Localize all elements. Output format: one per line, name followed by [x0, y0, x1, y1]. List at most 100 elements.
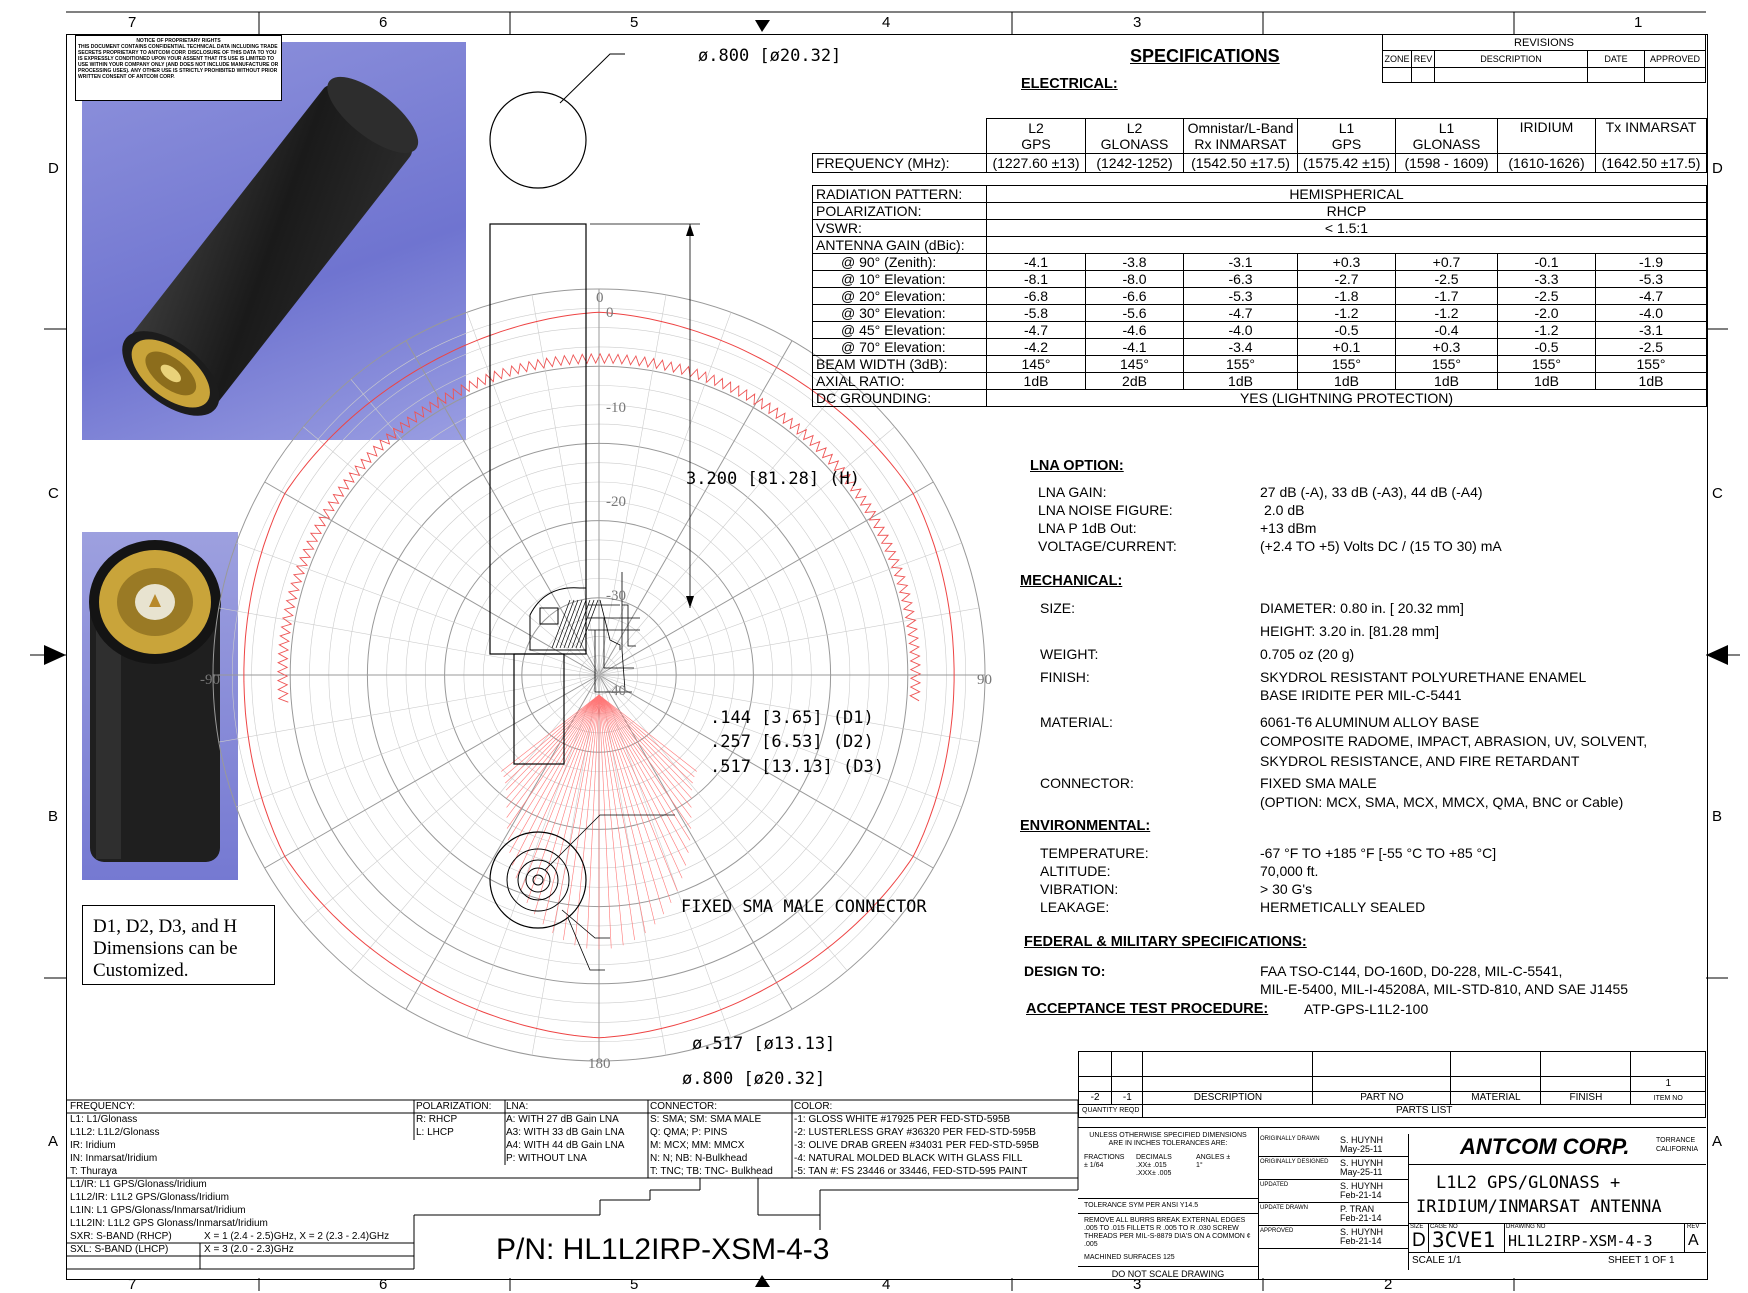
polar-pattern-ray — [511, 694, 600, 866]
lna-list: LNA GAIN:27 dB (-A), 33 dB (-A3), 44 dB … — [1038, 484, 1678, 556]
polar-pattern-ray — [506, 694, 600, 808]
federal-heading: FEDERAL & MILITARY SPECIFICATIONS: — [1024, 934, 1307, 950]
size-height: HEIGHT: 3.20 in. [81.28 mm] — [1260, 623, 1439, 639]
polar-pattern-ray — [503, 694, 600, 778]
zone-number: 5 — [630, 14, 639, 31]
option-item: T: Thuraya — [70, 1166, 118, 1177]
environmental-list: TEMPERATURE:-67 °F TO +185 °F [-55 °C TO… — [1040, 845, 1700, 917]
gain-cell: -2.7 — [1297, 270, 1396, 288]
polarization-value: RHCP — [986, 202, 1707, 220]
option-item: A3: WITH 33 dB Gain LNA — [506, 1127, 625, 1138]
polar-spoke — [598, 481, 934, 676]
env-value: HERMETICALLY SEALED — [1260, 899, 1426, 915]
tolerance-standard: TOLERANCE SYM PER ANSI Y14.5 — [1084, 1202, 1199, 1209]
connector-value-2: (OPTION: MCX, SMA, MCX, MMCX, QMA, BNC o… — [1260, 794, 1624, 810]
drawing-title-2: IRIDIUM/INMARSAT ANTENNA — [1416, 1197, 1662, 1217]
arrow — [686, 224, 694, 236]
do-not-scale: DO NOT SCALE DRAWING — [1111, 1269, 1225, 1279]
design-value-1: FAA TSO-C144, DO-160D, D0-228, MIL-C-554… — [1260, 963, 1563, 979]
option-item: L1/IR: L1 GPS/Glonass/Iridium — [70, 1179, 207, 1190]
zone-number: 7 — [128, 1276, 137, 1293]
freq-cell: (1242-1252) — [1085, 153, 1184, 173]
finish-value-2: BASE IRIDITE PER MIL-C-5441 — [1260, 687, 1462, 703]
gain-row-label: @ 30° Elevation: — [812, 304, 987, 322]
beam-cell: 155° — [1183, 355, 1298, 373]
sheet-value: SHEET 1 OF 1 — [1608, 1255, 1675, 1266]
option-item: L: LHCP — [416, 1127, 454, 1138]
environmental-heading: ENVIRONMENTAL: — [1020, 818, 1151, 834]
bottom-view-flange — [517, 859, 559, 901]
zone-letter: D — [48, 160, 59, 177]
sign-name: S. HUYNH — [1340, 1227, 1384, 1237]
beam-label: BEAM WIDTH (3dB): — [812, 355, 987, 373]
beam-cell: 155° — [1297, 355, 1396, 373]
polar-spoke — [466, 674, 600, 1038]
gain-row: @ 10° Elevation:-8.1-8.0-6.3-2.7-2.5-3.3… — [812, 270, 1707, 288]
option-item: SXR: S-BAND (RHCP) — [70, 1231, 172, 1242]
size-value: D — [1412, 1230, 1426, 1251]
option-item: N: N; NB: N-Bulkhead — [650, 1153, 748, 1164]
polar-spoke — [218, 607, 600, 676]
env-key: ALTITUDE: — [1040, 863, 1111, 879]
parts-col: ITEM NO — [1630, 1091, 1706, 1105]
option-item: S: SMA; SM: SMA MALE — [650, 1114, 762, 1125]
notice-heading: NOTICE OF PROPRIETARY RIGHTS — [136, 38, 221, 44]
rev-key: REV — [1687, 1224, 1700, 1230]
lna-value: (+2.4 TO +5) Volts DC / (15 TO 30) mA — [1260, 538, 1502, 554]
frequency-options: FREQUENCY: L1: L1/Glonass L1L2: L1L2/Glo… — [70, 1100, 416, 1256]
zone-letter: B — [48, 808, 59, 825]
polar-pattern-ray — [598, 694, 683, 879]
zone-number: 4 — [882, 1276, 891, 1293]
zone-number: 6 — [379, 1276, 388, 1293]
beam-cell: 155° — [1497, 355, 1596, 373]
gain-cell: -4.7 — [986, 321, 1086, 339]
polar-pattern-ray — [598, 694, 692, 808]
env-key: VIBRATION: — [1040, 881, 1119, 897]
polar-label-r30: -30 — [606, 588, 626, 604]
rev-value: A — [1688, 1232, 1699, 1249]
zone-letter: B — [1712, 808, 1723, 825]
freq-label: FREQUENCY (MHz): — [812, 153, 987, 173]
leader-outer-dia — [567, 917, 605, 971]
connector-key: CONNECTOR: — [1040, 775, 1134, 791]
gain-cell: -5.6 — [1085, 304, 1184, 322]
polar-spoke — [598, 294, 667, 676]
sign-date: Feb-21-14 — [1340, 1213, 1382, 1223]
title-block: UNLESS OTHERWISE SPECIFIED DIMENSIONS AR… — [1078, 1127, 1706, 1279]
zone-letter: C — [1712, 485, 1723, 502]
polar-pattern-ray — [598, 694, 687, 866]
env-value: 70,000 ft. — [1260, 863, 1319, 879]
company-name: ANTCOM CORP. — [1460, 1134, 1630, 1159]
polar-label-r20: -20 — [606, 494, 626, 510]
gain-cell: -3.1 — [1595, 321, 1707, 339]
gain-cell: -5.3 — [1595, 270, 1707, 288]
polar-spoke — [598, 542, 962, 676]
lna-key: LNA P 1dB Out: — [1038, 520, 1137, 536]
connector-callout: FIXED SMA MALE CONNECTOR — [681, 897, 927, 917]
axial-label: AXIAL RATIO: — [812, 372, 987, 390]
option-item: IR: Iridium — [70, 1140, 116, 1151]
polar-pattern-ray — [598, 694, 692, 829]
parts-col: -1 — [1111, 1091, 1144, 1105]
polar-spoke — [236, 542, 600, 676]
parts-col: PART NO — [1312, 1091, 1452, 1105]
polar-spoke — [598, 674, 962, 808]
leader-d1 — [599, 599, 621, 650]
polar-spoke — [598, 674, 732, 1038]
option-item: L1: L1/Glonass — [70, 1114, 138, 1125]
polar-spoke — [303, 426, 600, 676]
polar-spoke — [466, 312, 600, 676]
option-heading: CONNECTOR: — [650, 1101, 718, 1112]
polar-pattern-ray — [598, 694, 635, 941]
top-view-circle — [489, 91, 587, 189]
option-item: M: MCX; MM: MMCX — [650, 1140, 745, 1151]
freq-cell: (1642.50 ±17.5) — [1595, 153, 1707, 173]
beam-cell: 155° — [1595, 355, 1707, 373]
polar-spoke — [531, 294, 600, 676]
bottom-view-outer — [489, 831, 587, 929]
polar-pattern-ray — [520, 694, 600, 891]
